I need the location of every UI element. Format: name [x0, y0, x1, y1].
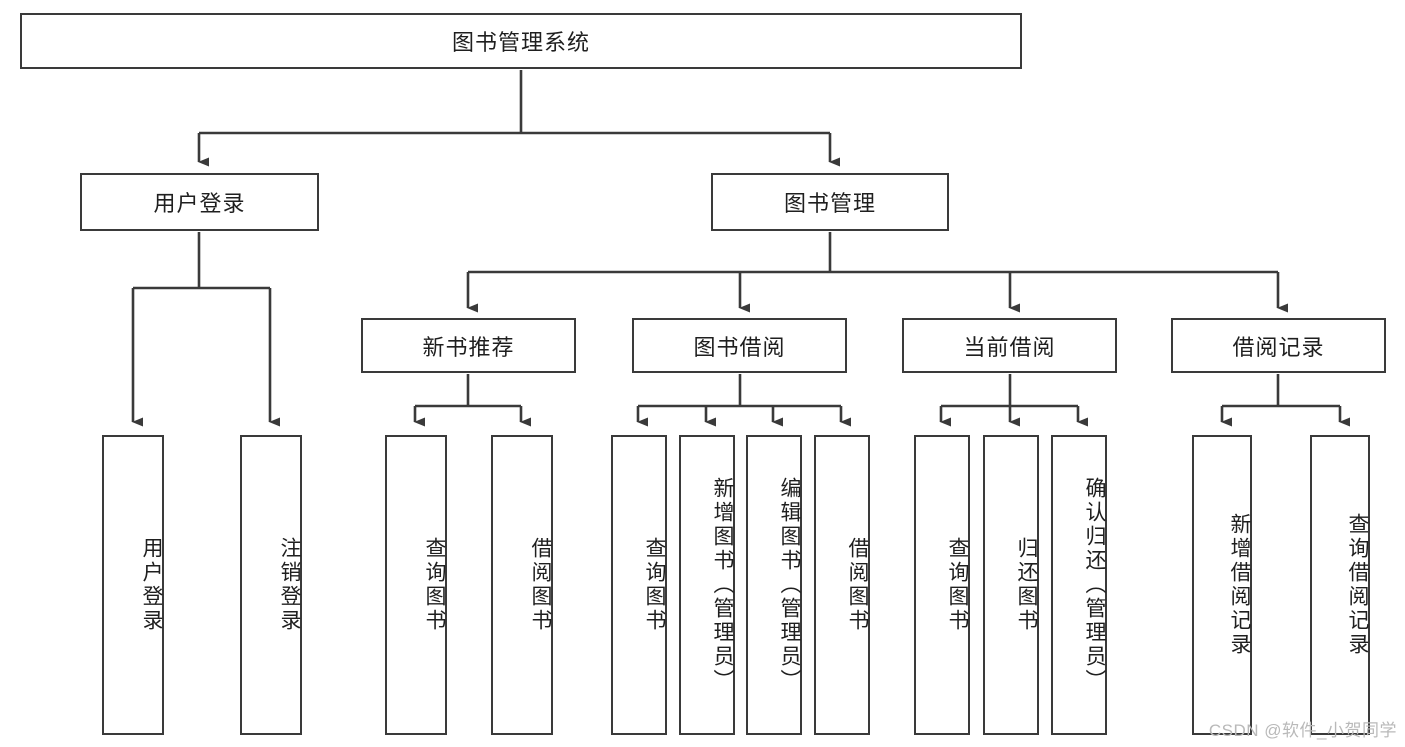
leaf-borrow-record-query[interactable]: 查询借阅记录 — [1310, 435, 1370, 735]
leaf-book-borrow-edit[interactable]: 编辑图书（管理员） — [746, 435, 802, 735]
leaf-current-borrow-confirm[interactable]: 确认归还（管理员） — [1051, 435, 1107, 735]
node-label: 编辑图书（管理员） — [778, 477, 801, 693]
node-book-borrow[interactable]: 图书借阅 — [632, 318, 847, 373]
node-borrow-record[interactable]: 借阅记录 — [1171, 318, 1386, 373]
node-label: 图书管理 — [783, 191, 876, 216]
leaf-user-login-login[interactable]: 用户登录 — [102, 435, 164, 735]
node-current-borrow[interactable]: 当前借阅 — [902, 318, 1117, 373]
node-root-system[interactable]: 图书管理系统 — [20, 13, 1022, 69]
node-label: 图书借阅 — [693, 334, 786, 360]
leaf-current-borrow-query[interactable]: 查询图书 — [914, 435, 970, 735]
node-label: 借阅记录 — [1232, 334, 1325, 360]
node-label: 查询图书 — [643, 537, 666, 633]
node-label: 用户登录 — [153, 191, 246, 216]
node-label: 新书推荐 — [422, 334, 515, 360]
node-label: 借阅图书 — [846, 537, 869, 633]
leaf-new-book-query[interactable]: 查询图书 — [385, 435, 447, 735]
leaf-borrow-record-add[interactable]: 新增借阅记录 — [1192, 435, 1252, 735]
node-label: 查询图书 — [423, 537, 446, 633]
leaf-book-borrow-query[interactable]: 查询图书 — [611, 435, 667, 735]
node-label: 归还图书 — [1015, 537, 1038, 633]
node-label: 新增图书（管理员） — [711, 477, 734, 693]
leaf-book-borrow-add[interactable]: 新增图书（管理员） — [679, 435, 735, 735]
node-label: 当前借阅 — [963, 334, 1056, 360]
leaf-current-borrow-return[interactable]: 归还图书 — [983, 435, 1039, 735]
node-label: 借阅图书 — [529, 537, 552, 633]
watermark-text: CSDN @软件_小贺同学 — [1208, 721, 1397, 740]
node-label: 确认归还（管理员） — [1083, 477, 1106, 693]
node-label: 查询借阅记录 — [1346, 513, 1369, 657]
node-label: 图书管理系统 — [451, 30, 590, 55]
node-user-login[interactable]: 用户登录 — [80, 173, 319, 231]
node-label: 用户登录 — [140, 537, 163, 633]
node-new-book-recommend[interactable]: 新书推荐 — [361, 318, 576, 373]
node-label: 注销登录 — [278, 537, 301, 633]
node-label: 查询图书 — [946, 537, 969, 633]
leaf-new-book-borrow[interactable]: 借阅图书 — [491, 435, 553, 735]
leaf-book-borrow-borrow[interactable]: 借阅图书 — [814, 435, 870, 735]
node-label: 新增借阅记录 — [1228, 513, 1251, 657]
node-book-management[interactable]: 图书管理 — [711, 173, 949, 231]
leaf-user-login-logout[interactable]: 注销登录 — [240, 435, 302, 735]
